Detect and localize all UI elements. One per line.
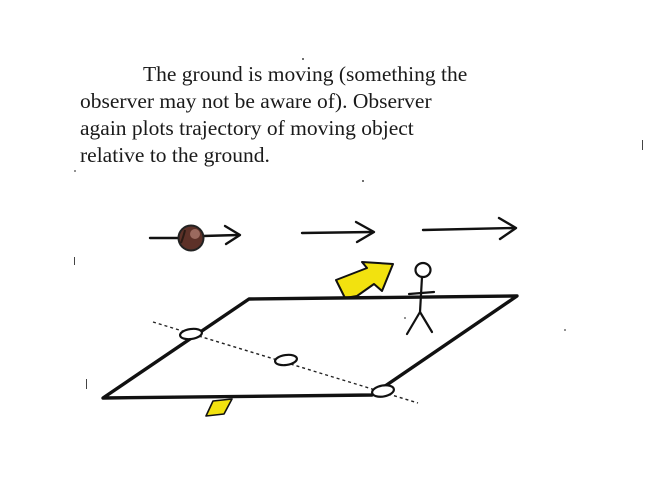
motion-arrow-1 bbox=[148, 224, 242, 246]
caption-line-3: again plots trajectory of moving object bbox=[80, 116, 414, 140]
ball-icon bbox=[177, 224, 205, 252]
caption-line-1: The ground is moving (something the bbox=[143, 62, 468, 86]
caption-line-4: relative to the ground. bbox=[80, 143, 270, 167]
motion-arrow-2 bbox=[300, 220, 376, 244]
scan-specks bbox=[74, 58, 643, 389]
motion-arrow-3 bbox=[421, 216, 518, 241]
stick-figure-icon bbox=[405, 261, 436, 336]
trajectory-point-3 bbox=[371, 384, 395, 398]
yellow-arrow-icon bbox=[335, 261, 394, 299]
caption-text: The ground is moving (something the obse… bbox=[80, 61, 560, 169]
trajectory-point-2 bbox=[273, 353, 299, 367]
trajectory-point-1 bbox=[178, 327, 204, 341]
ground-motion-marker bbox=[205, 398, 233, 417]
object-motion-arrows bbox=[148, 216, 518, 246]
caption-line-2: observer may not be aware of). Observer bbox=[80, 89, 432, 113]
ground-plane bbox=[101, 294, 519, 400]
